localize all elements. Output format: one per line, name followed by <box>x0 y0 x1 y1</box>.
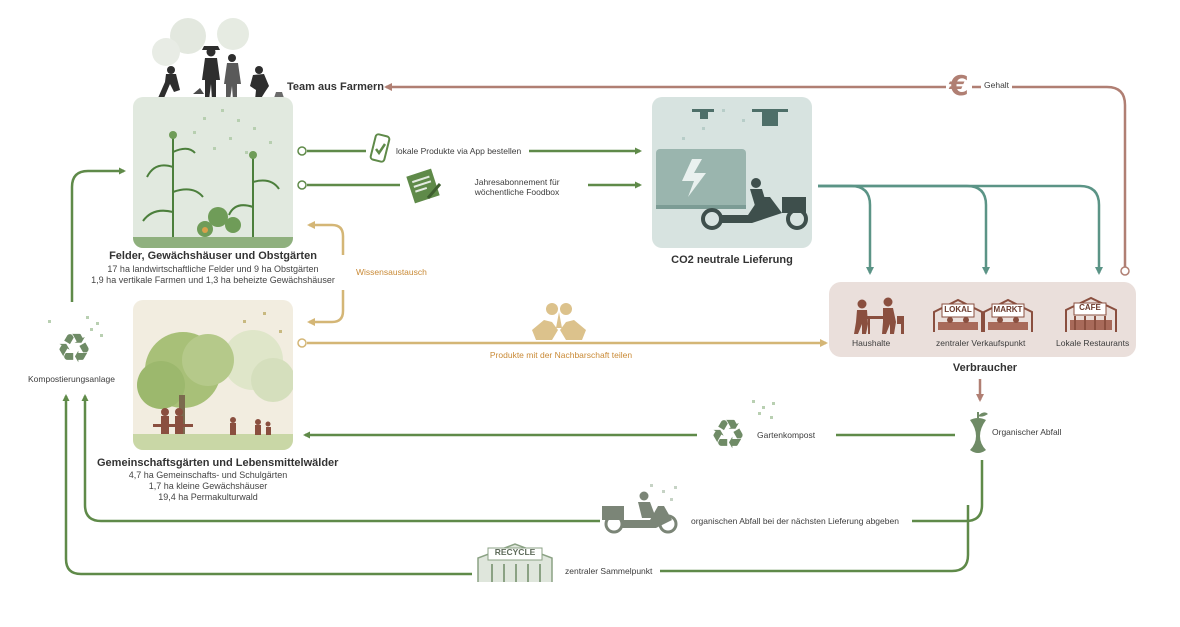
lieferung-title: CO2 neutrale Lieferung <box>671 254 793 266</box>
restaurants-label: Lokale Restaurants <box>1056 338 1130 348</box>
kompost-label: Kompostierungsanlage <box>28 374 115 384</box>
svg-text:♻: ♻ <box>710 412 746 458</box>
sammelpunkt-label: zentraler Sammelpunkt <box>562 566 656 577</box>
gartenkompost-label: Gartenkompost <box>757 430 816 440</box>
lieferung-tile <box>652 97 812 248</box>
gehalt-label: Gehalt <box>981 80 1013 91</box>
garden-compost-icon: ♻ <box>710 400 775 458</box>
gemeinschaft-tile <box>133 300 293 450</box>
gemeinschaft-line2: 1,7 ha kleine Gewächshäuser <box>148 481 268 491</box>
subscription-document-icon <box>406 168 442 204</box>
abfall-lieferung-arrow <box>85 396 984 523</box>
sign-cafe: CAFE <box>1079 303 1101 312</box>
felder-line1: 17 ha landwirtschaftliche Felder und 9 h… <box>107 264 319 274</box>
kompost-to-felder-arrow <box>70 167 126 302</box>
recycling-icon: ♻ <box>48 316 103 372</box>
field-crops-icon <box>133 109 293 248</box>
delivery-vehicles-icon <box>656 109 808 230</box>
wissen-arrow-top <box>307 221 345 255</box>
abfall-lieferung-label: organischen Abfall bei der nächsten Lief… <box>688 516 902 527</box>
team-label: Team aus Farmern <box>287 81 385 93</box>
market-icon <box>933 298 1033 332</box>
gemeinschaft-line3: 19,4 ha Permakulturwald <box>158 492 258 502</box>
verbraucher-title: Verbraucher <box>952 362 1018 374</box>
abo-label: Jahresabonnement für wöchentliche Foodbo… <box>474 177 560 198</box>
apple-core-icon <box>970 412 988 453</box>
household-icon <box>854 297 904 334</box>
haushalte-label: Haushalte <box>852 338 891 348</box>
recycle-sign: RECYCLE <box>494 547 536 557</box>
teilen-label: Produkte mit der Nachbarschaft teilen <box>489 350 633 360</box>
sign-markt: MARKT <box>993 305 1023 314</box>
cafe-icon <box>1065 296 1117 332</box>
felder-line2: 1,9 ha vertikale Farmen und 1,3 ha behei… <box>91 275 335 285</box>
smartphone-check-icon <box>369 133 391 163</box>
gemeinschaft-title: Gemeinschaftsgärten und Lebensmittelwäld… <box>97 457 339 469</box>
sharing-hands-icon <box>532 303 586 340</box>
svg-text:♻: ♻ <box>56 326 92 372</box>
wissen-label: Wissensaustausch <box>356 267 427 277</box>
organisch-label: Organischer Abfall <box>992 427 1062 437</box>
farmer-team-icon <box>152 18 284 100</box>
sign-lokal: LOKAL <box>944 305 972 314</box>
recycle-station-icon <box>477 543 553 582</box>
felder-tile <box>133 97 293 248</box>
felder-title: Felder, Gewächshäuser und Obstgärten <box>109 250 317 262</box>
gehalt-arrow <box>384 83 1127 267</box>
community-garden-icon <box>133 312 293 450</box>
delivery-arrows <box>818 184 1103 275</box>
euro-icon: € <box>946 71 972 101</box>
wissen-arrow-bottom <box>307 290 345 326</box>
gemeinschaft-line1: 4,7 ha Gemeinschafts- und Schulgärten <box>128 470 288 480</box>
verkaufspunkt-label: zentraler Verkaufspunkt <box>936 338 1026 348</box>
sammelpunkt-arrow <box>66 396 970 576</box>
delivery-bike-icon <box>602 484 678 534</box>
app-label: lokale Produkte via App bestellen <box>396 146 522 156</box>
